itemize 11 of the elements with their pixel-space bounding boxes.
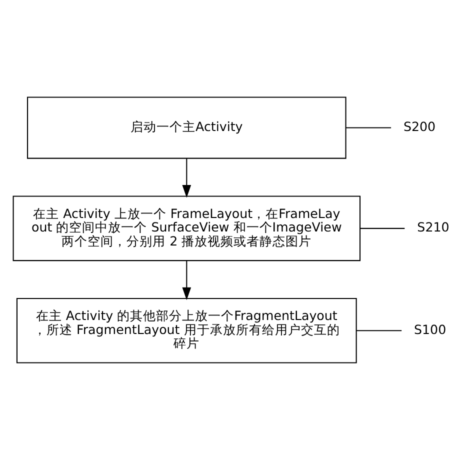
arrow <box>182 158 191 198</box>
node-box: 启动一个主Activity <box>26 96 346 158</box>
node-box: 在主 Activity 上放一个 FrameLayout，在FrameLayout 的空间中放一个 SurfaceView 和一个ImageView 两个空间，分别用 2 播放视频或者静态图片 <box>12 195 360 261</box>
connector <box>356 330 402 331</box>
node-box: 在主 Activity 的其他部分上放一个FragmentLayout，所述 FragmentLayout 用于承放所有给用户交互的碎片 <box>16 297 356 363</box>
node-text: S210 <box>416 219 449 234</box>
node-text: S100 <box>414 321 446 336</box>
node-text: S200 <box>402 118 436 134</box>
connector <box>360 227 404 228</box>
arrow <box>182 260 191 300</box>
connector <box>345 126 391 128</box>
